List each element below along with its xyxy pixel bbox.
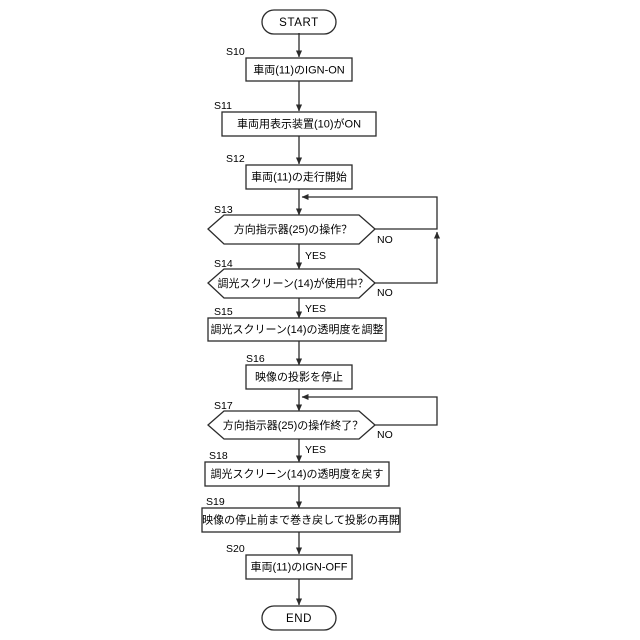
s10-label: 車両(11)のIGN-ON <box>253 62 345 76</box>
node-s12[interactable]: S12 車両(11)の走行開始 <box>226 153 353 190</box>
s14-no-label: NO <box>377 287 393 299</box>
node-s20[interactable]: S20 車両(11)のIGN-OFF <box>226 543 353 580</box>
step-id-s13: S13 <box>214 204 233 216</box>
s13-label: 方向指示器(25)の操作？ <box>234 222 353 236</box>
s20-label: 車両(11)のIGN-OFF <box>251 559 348 573</box>
end-terminator-shape <box>261 605 337 631</box>
node-s14[interactable]: S14 調光スクリーン(14)が使用中？ NO YES <box>207 258 393 315</box>
start-terminator-shape <box>261 9 337 35</box>
node-s10[interactable]: S10 車両(11)のIGN-ON <box>226 46 353 82</box>
step-id-s14: S14 <box>214 258 233 270</box>
edge-s14-no-loopback <box>375 231 441 284</box>
start-label: START <box>279 17 319 29</box>
step-id-s10: S10 <box>226 46 245 58</box>
s20-process-shape <box>245 554 353 580</box>
s19-label: 映像の停止前まで巻き戻して投影の再開 <box>202 512 400 526</box>
s17-label: 方向指示器(25)の操作終了？ <box>223 418 364 432</box>
s18-label: 調光スクリーン(14)の透明度を戻す <box>210 466 383 480</box>
s17-yes-label: YES <box>305 444 326 456</box>
node-s16[interactable]: S16 映像の投影を停止 <box>245 353 353 390</box>
s14-decision-shape <box>207 268 376 299</box>
edge-s17-no-loopback <box>301 393 438 426</box>
s13-decision-shape <box>207 214 376 245</box>
node-start[interactable]: START <box>261 9 337 35</box>
connector-layer <box>295 33 441 606</box>
node-s18[interactable]: S18 調光スクリーン(14)の透明度を戻す <box>204 450 390 487</box>
node-s13[interactable]: S13 方向指示器(25)の操作？ NO YES <box>207 204 393 262</box>
s14-yes-label: YES <box>305 303 326 315</box>
s13-no-label: NO <box>377 234 393 246</box>
step-id-s16: S16 <box>246 353 265 365</box>
end-label: END <box>286 613 312 625</box>
s15-process-shape <box>207 317 387 342</box>
s16-process-shape <box>245 364 353 390</box>
step-id-s18: S18 <box>209 450 228 462</box>
s19-process-shape <box>201 507 401 533</box>
s12-label: 車両(11)の走行開始 <box>251 169 347 183</box>
s11-process-shape <box>221 111 377 137</box>
node-s11[interactable]: S11 車両用表示装置(10)がON <box>214 100 377 137</box>
step-id-s12: S12 <box>226 153 245 165</box>
step-id-s11: S11 <box>214 100 232 112</box>
step-id-s15: S15 <box>214 306 233 318</box>
s12-process-shape <box>245 164 353 190</box>
s11-label: 車両用表示装置(10)がON <box>237 116 361 130</box>
s13-yes-label: YES <box>305 250 326 262</box>
node-s17[interactable]: S17 方向指示器(25)の操作終了？ NO YES <box>207 400 393 456</box>
node-end[interactable]: END <box>261 605 337 631</box>
s14-label: 調光スクリーン(14)が使用中？ <box>217 276 368 290</box>
edge-s13-no-loopback <box>301 193 438 230</box>
s15-label: 調光スクリーン(14)の透明度を調整 <box>210 322 383 336</box>
s16-label: 映像の投影を停止 <box>255 369 343 383</box>
s17-decision-shape <box>207 410 376 440</box>
node-s15[interactable]: S15 調光スクリーン(14)の透明度を調整 <box>207 306 387 342</box>
s10-process-shape <box>245 57 353 82</box>
step-id-s17: S17 <box>214 400 233 412</box>
node-s19[interactable]: S19 映像の停止前まで巻き戻して投影の再開 <box>201 496 401 533</box>
s17-no-label: NO <box>377 429 393 441</box>
step-id-s20: S20 <box>226 543 245 555</box>
step-id-s19: S19 <box>206 496 225 508</box>
s18-process-shape <box>204 461 390 487</box>
